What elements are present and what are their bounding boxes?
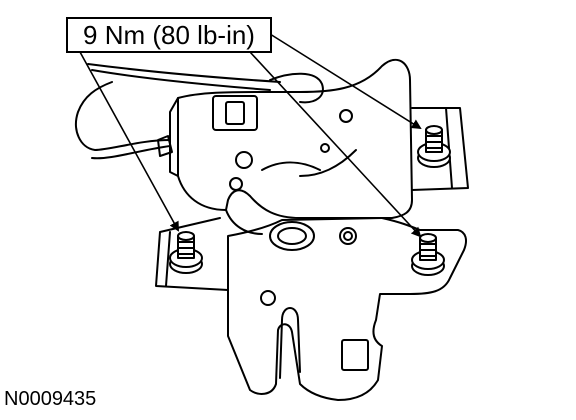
torque-label: 9 Nm (80 lb-in) xyxy=(83,19,255,50)
leader-arrow-upper-right xyxy=(269,33,422,130)
release-cable-icon xyxy=(75,63,324,160)
figure-id: N0009435 xyxy=(4,388,97,410)
leader-arrow-left xyxy=(79,51,179,232)
torque-callout: 9 Nm (80 lb-in) xyxy=(66,17,272,53)
mounting-bolt-icon xyxy=(169,125,451,276)
latch-assembly-icon xyxy=(227,217,467,401)
striker-slot-icon xyxy=(281,307,301,373)
leader-arrows xyxy=(79,33,422,238)
left-bracket-icon xyxy=(155,217,229,291)
leader-arrow-lower-right xyxy=(249,51,422,238)
latch-housing-icon xyxy=(169,59,413,235)
